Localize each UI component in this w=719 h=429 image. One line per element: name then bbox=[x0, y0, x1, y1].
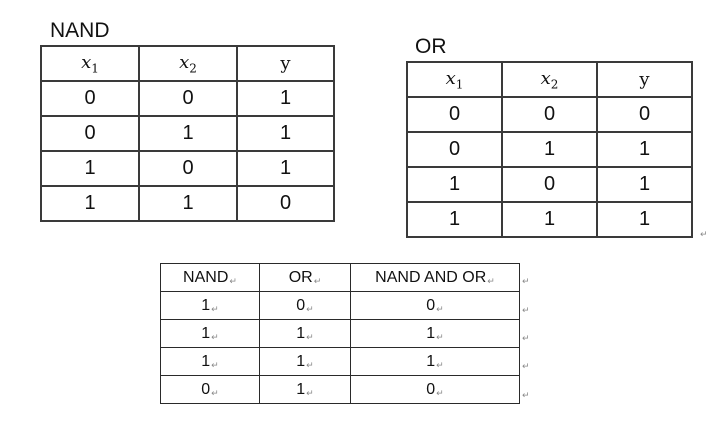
cell-y: 1 bbox=[236, 150, 335, 187]
cell-nand: 1↵ bbox=[160, 347, 260, 376]
header-y: y bbox=[596, 61, 693, 98]
cell-or: 1↵ bbox=[259, 319, 351, 348]
header-x2: x2 bbox=[138, 45, 238, 82]
row-end-mark: ↵ bbox=[522, 361, 530, 371]
cell-x2: 1 bbox=[501, 201, 598, 238]
cell-nand: 0↵ bbox=[160, 375, 260, 404]
header-nand: NAND↵ bbox=[160, 263, 260, 292]
cell-result: 0↵ bbox=[350, 291, 520, 320]
or-truth-table: x1 x2 y 0 0 0 0 1 1 1 0 1 1 1 1 bbox=[406, 61, 693, 238]
paragraph-mark: ↵ bbox=[700, 229, 708, 239]
cell-x1: 0 bbox=[406, 96, 503, 133]
table-header-row: x1 x2 y bbox=[406, 61, 693, 98]
cell-x1: 0 bbox=[40, 115, 140, 152]
header-or: OR↵ bbox=[259, 263, 351, 292]
table-header-row: x1 x2 y bbox=[40, 45, 335, 82]
cell-result: 1↵ bbox=[350, 319, 520, 348]
row-end-mark: ↵ bbox=[522, 276, 530, 286]
cell-y: 1 bbox=[596, 131, 693, 168]
row-end-mark: ↵ bbox=[522, 390, 530, 400]
nand-title: NAND bbox=[50, 19, 110, 42]
cell-nand: 1↵ bbox=[160, 319, 260, 348]
cell-result: 0↵ bbox=[350, 375, 520, 404]
cell-or: 0↵ bbox=[259, 291, 351, 320]
table-row: 1↵ 1↵ 1↵ bbox=[160, 347, 520, 376]
table-row: 1↵ 0↵ 0↵ bbox=[160, 291, 520, 320]
cell-y: 1 bbox=[236, 115, 335, 152]
cell-x2: 1 bbox=[138, 185, 238, 222]
cell-x2: 1 bbox=[138, 115, 238, 152]
header-y: y bbox=[236, 45, 335, 82]
table-row: 0 1 1 bbox=[40, 115, 335, 152]
table-row: 1 0 1 bbox=[406, 166, 693, 203]
cell-or: 1↵ bbox=[259, 347, 351, 376]
header-x2: x2 bbox=[501, 61, 598, 98]
row-end-mark: ↵ bbox=[522, 333, 530, 343]
cell-x1: 0 bbox=[40, 80, 140, 117]
table-row: 0↵ 1↵ 0↵ bbox=[160, 375, 520, 404]
cell-x2: 0 bbox=[501, 96, 598, 133]
table-row: 1 1 0 bbox=[40, 185, 335, 222]
cell-result: 1↵ bbox=[350, 347, 520, 376]
row-end-mark: ↵ bbox=[522, 305, 530, 315]
table-row: 1 1 1 bbox=[406, 201, 693, 238]
table-row: 0 1 1 bbox=[406, 131, 693, 168]
header-nand-and-or: NAND AND OR↵ bbox=[350, 263, 520, 292]
table-row: 1↵ 1↵ 1↵ bbox=[160, 319, 520, 348]
table-row: 1 0 1 bbox=[40, 150, 335, 187]
table-row: 0 0 1 bbox=[40, 80, 335, 117]
header-x1: x1 bbox=[40, 45, 140, 82]
cell-x2: 0 bbox=[138, 80, 238, 117]
table-header-row: NAND↵ OR↵ NAND AND OR↵ bbox=[160, 263, 520, 292]
cell-nand: 1↵ bbox=[160, 291, 260, 320]
cell-x1: 1 bbox=[406, 166, 503, 203]
cell-y: 1 bbox=[596, 166, 693, 203]
nand-and-or-table: NAND↵ OR↵ NAND AND OR↵ 1↵ 0↵ 0↵ 1↵ 1↵ 1↵… bbox=[160, 263, 520, 404]
or-title: OR bbox=[415, 35, 447, 58]
cell-x1: 0 bbox=[406, 131, 503, 168]
cell-y: 0 bbox=[596, 96, 693, 133]
header-x1: x1 bbox=[406, 61, 503, 98]
cell-y: 1 bbox=[236, 80, 335, 117]
cell-or: 1↵ bbox=[259, 375, 351, 404]
cell-y: 0 bbox=[236, 185, 335, 222]
nand-truth-table: x1 x2 y 0 0 1 0 1 1 1 0 1 1 1 0 bbox=[40, 45, 335, 222]
cell-y: 1 bbox=[596, 201, 693, 238]
cell-x2: 0 bbox=[501, 166, 598, 203]
cell-x1: 1 bbox=[406, 201, 503, 238]
cell-x1: 1 bbox=[40, 150, 140, 187]
table-row: 0 0 0 bbox=[406, 96, 693, 133]
cell-x2: 0 bbox=[138, 150, 238, 187]
cell-x1: 1 bbox=[40, 185, 140, 222]
cell-x2: 1 bbox=[501, 131, 598, 168]
